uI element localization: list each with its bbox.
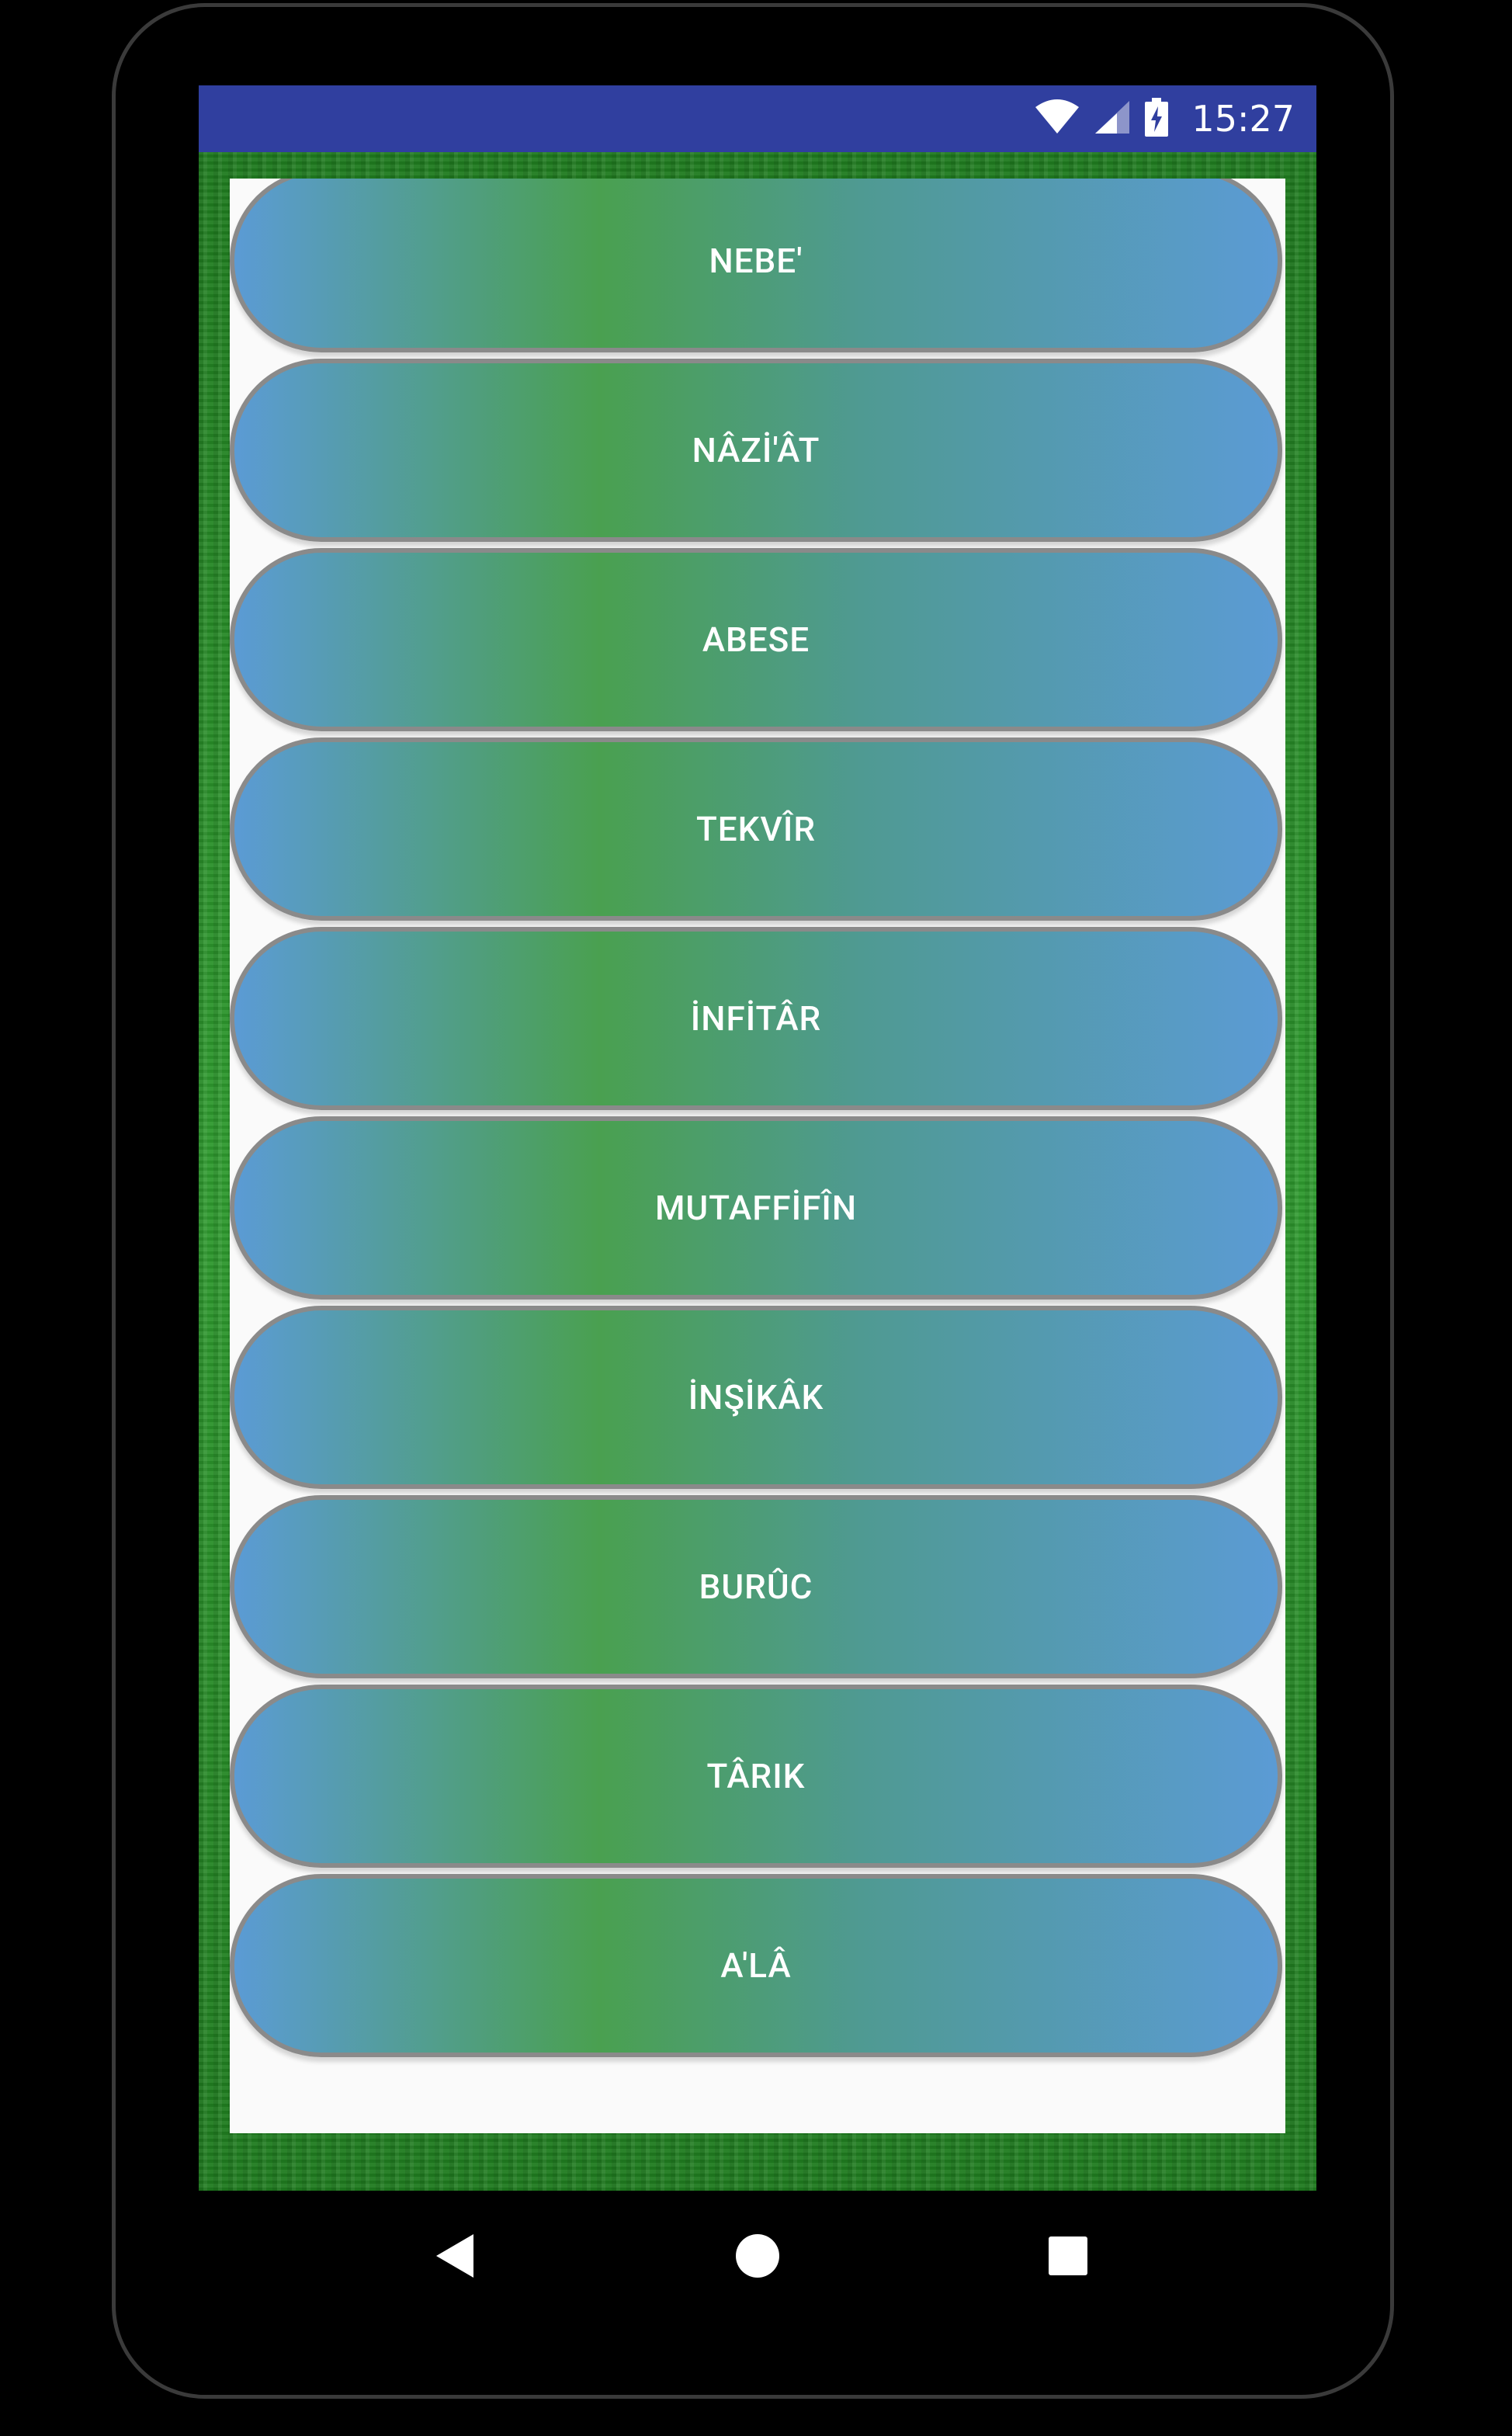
- status-bar: 15:27: [199, 85, 1316, 152]
- green-frame: NEBE' NÂZİ'ÂT ABESE TEKVÎR İNFİTÂR MUTAF…: [199, 152, 1316, 2191]
- home-icon[interactable]: [725, 2223, 790, 2289]
- sura-list-container[interactable]: NEBE' NÂZİ'ÂT ABESE TEKVÎR İNFİTÂR MUTAF…: [230, 179, 1285, 2133]
- sura-button-infitar[interactable]: İNFİTÂR: [230, 927, 1282, 1110]
- signal-icon: [1094, 99, 1131, 138]
- sura-button-abese[interactable]: ABESE: [230, 548, 1282, 731]
- battery-charging-icon: [1145, 98, 1169, 140]
- back-icon[interactable]: [422, 2223, 487, 2289]
- sura-label: BURÛC: [699, 1567, 813, 1607]
- sura-label: TEKVÎR: [695, 809, 817, 849]
- sura-label: ABESE: [702, 619, 810, 660]
- status-clock: 15:27: [1191, 98, 1295, 140]
- sura-label: NÂZİ'ÂT: [692, 430, 820, 470]
- sura-label: A'LÂ: [720, 1945, 792, 1986]
- wifi-icon: [1035, 99, 1080, 138]
- sura-label: MUTAFFİFÎN: [654, 1188, 858, 1228]
- sura-label: İNŞİKÂK: [688, 1377, 824, 1418]
- screen: 15:27 NEBE' NÂZİ'ÂT ABESE TEKVÎR İNFİTÂR: [199, 85, 1316, 2191]
- sura-label: TÂRIK: [706, 1756, 806, 1796]
- sura-button-ala[interactable]: A'LÂ: [230, 1874, 1282, 2057]
- sura-button-naziat[interactable]: NÂZİ'ÂT: [230, 359, 1282, 542]
- sura-list: NEBE' NÂZİ'ÂT ABESE TEKVÎR İNFİTÂR MUTAF…: [230, 179, 1285, 2063]
- status-icons: 15:27: [1035, 85, 1295, 152]
- sura-button-tekvir[interactable]: TEKVÎR: [230, 737, 1282, 921]
- sura-button-mutaffifin[interactable]: MUTAFFİFÎN: [230, 1116, 1282, 1300]
- sura-button-insikak[interactable]: İNŞİKÂK: [230, 1306, 1282, 1489]
- sura-button-tarik[interactable]: TÂRIK: [230, 1685, 1282, 1868]
- navigation-bar: [199, 2191, 1316, 2321]
- sura-label: İNFİTÂR: [690, 998, 822, 1039]
- sura-button-nebe[interactable]: NEBE': [230, 179, 1282, 352]
- sura-button-buruc[interactable]: BURÛC: [230, 1495, 1282, 1678]
- sura-label: NEBE': [709, 241, 803, 281]
- recents-icon[interactable]: [1035, 2223, 1101, 2289]
